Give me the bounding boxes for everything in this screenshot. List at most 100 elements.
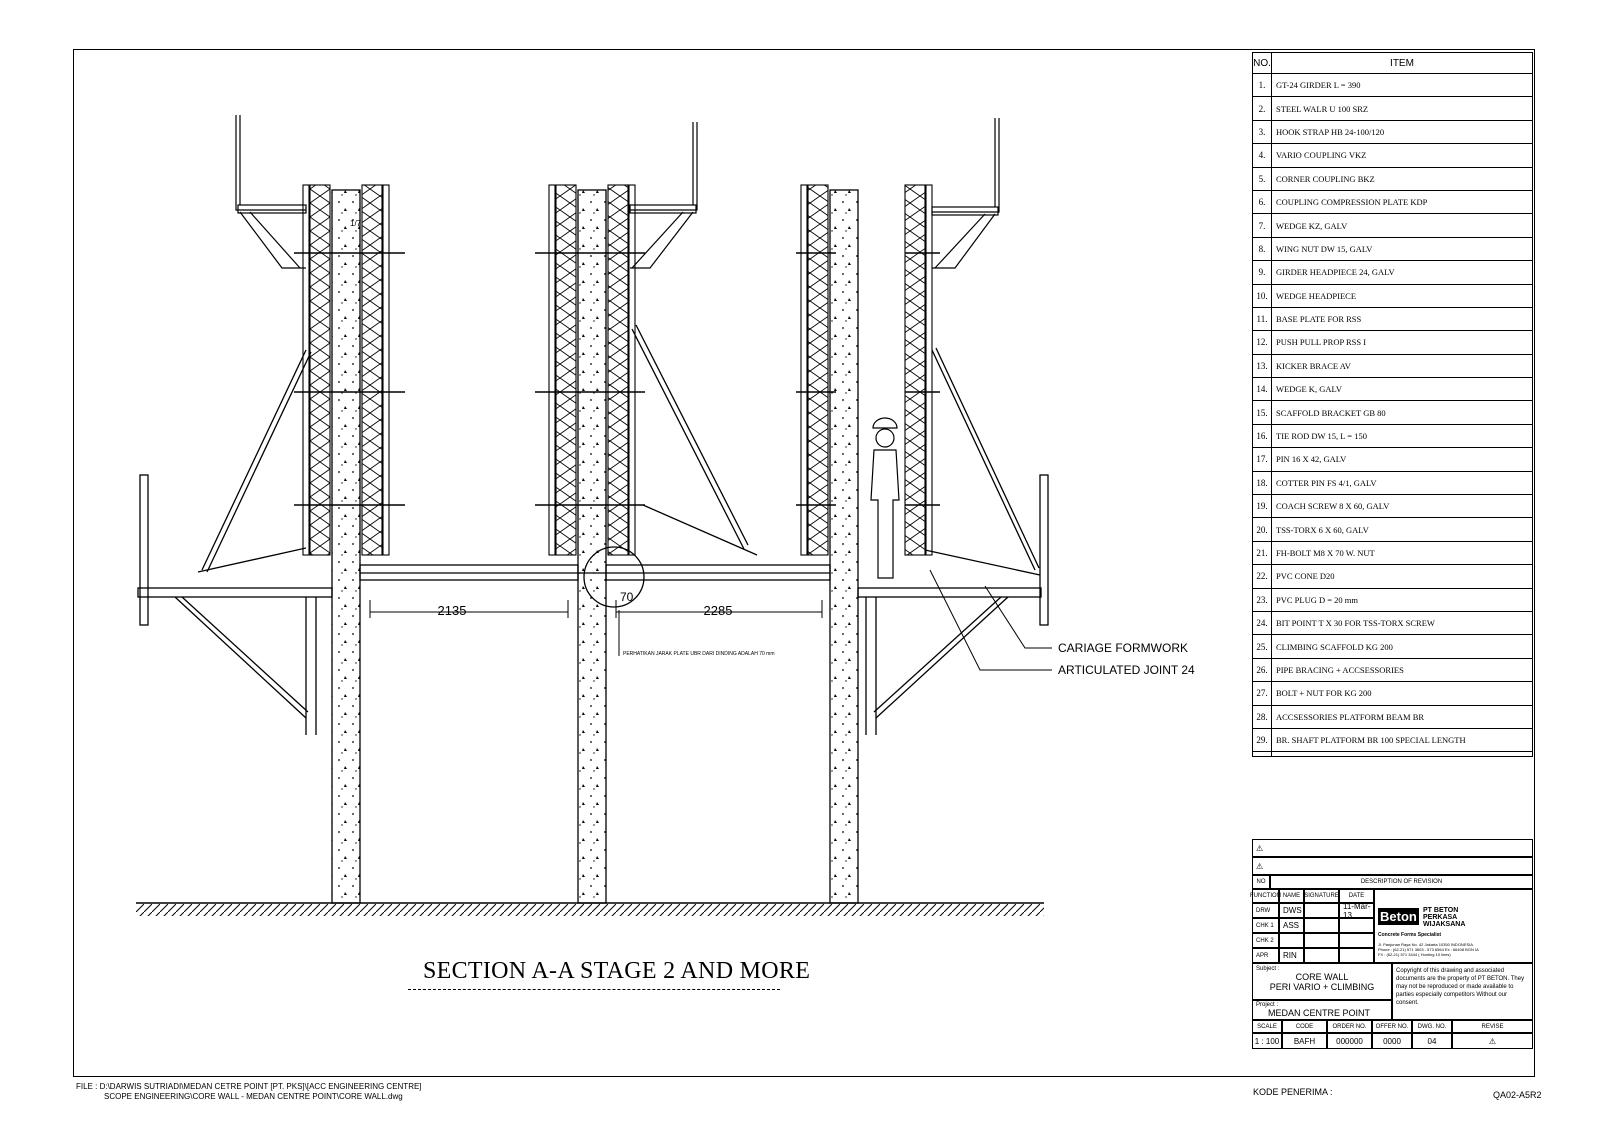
top-brackets	[235, 115, 1000, 269]
item-description: FH-BOLT M8 X 70 W. NUT	[1271, 540, 1533, 566]
item-number: 16.	[1252, 423, 1272, 449]
item-row: 9.GIRDER HEADPIECE 24, GALV	[1252, 260, 1533, 285]
dim-2135: 2135	[438, 603, 467, 618]
item-description: BIT POINT T X 30 FOR TSS-TORX SCREW	[1271, 610, 1533, 636]
company-address-3: FX : (62-21) 571 3444 ( Hunting 10 lines…	[1378, 952, 1451, 957]
revision-row-2: ⚠	[1252, 857, 1533, 875]
working-platform	[137, 474, 1049, 626]
callout-articulated-joint: ARTICULATED JOINT 24	[1058, 663, 1195, 677]
item-description: WEDGE HEADPIECE	[1271, 283, 1533, 308]
item-number: 11.	[1252, 306, 1272, 332]
item-row: 10.WEDGE HEADPIECE	[1252, 283, 1533, 308]
drawing-title-underline	[408, 989, 780, 990]
item-row: 19.COACH SCREW 8 X 60, GALV	[1252, 494, 1533, 519]
item-row: 14.WEDGE K, GALV	[1252, 377, 1533, 402]
item-description: GIRDER HEADPIECE 24, GALV	[1271, 260, 1533, 285]
item-number: 22.	[1252, 564, 1272, 589]
col-signature: SIGNATURE	[1304, 889, 1339, 903]
col-date: DATE	[1339, 889, 1374, 903]
item-number: 28.	[1252, 704, 1272, 729]
item-number: 17.	[1252, 447, 1272, 472]
item-number: 26.	[1252, 657, 1272, 683]
company-name-2: PERKASA	[1423, 914, 1458, 921]
company-logo: Beton	[1378, 908, 1419, 925]
slope-label: 1/7	[350, 219, 362, 228]
climbing-brackets	[174, 596, 1009, 735]
formwork-girders	[302, 184, 933, 556]
footer-value: 0000	[1372, 1033, 1412, 1049]
items-header-no: NO.	[1252, 52, 1272, 74]
item-number: 18.	[1252, 470, 1272, 496]
concrete-walls	[331, 189, 859, 904]
company-block: Beton PT BETON PERKASA WIJAKSANA Concret…	[1374, 889, 1533, 963]
subject-line-1: CORE WALL	[1295, 972, 1349, 982]
footer-value: BAFH	[1282, 1033, 1327, 1049]
revision-row-1: ⚠	[1252, 839, 1533, 857]
item-row: 21.FH-BOLT M8 X 70 W. NUT	[1252, 540, 1533, 566]
items-header-item: ITEM	[1271, 52, 1533, 74]
subject-label: Subject :	[1256, 966, 1280, 972]
item-description: COACH SCREW 8 X 60, GALV	[1271, 494, 1533, 519]
project-block: Project : MEDAN CENTRE POINT	[1252, 1000, 1392, 1020]
item-number: 23.	[1252, 587, 1272, 612]
item-row: 20.TSS-TORX 6 X 60, GALV	[1252, 517, 1533, 542]
item-description: BR. SHAFT PLATFORM BR 100 SPECIAL LENGTH	[1271, 727, 1533, 753]
item-number: 20.	[1252, 517, 1272, 542]
footer-label: REVISE	[1452, 1020, 1533, 1033]
project-name: MEDAN CENTRE POINT	[1268, 1008, 1371, 1018]
item-number: 15.	[1252, 400, 1272, 425]
item-description: PIN 16 X 42, GALV	[1271, 447, 1533, 472]
dimension-lines	[369, 600, 823, 656]
approval-name: ASS	[1279, 918, 1304, 933]
approval-function: CHK 2	[1252, 933, 1279, 948]
subject-line-2: PERI VARIO + CLIMBING	[1269, 982, 1375, 992]
plate-note: PERHATIKAN JARAK PLATE UBR DARI DINDING …	[623, 651, 775, 657]
approval-name: DWS	[1279, 903, 1304, 918]
approval-signature	[1304, 903, 1339, 918]
file-path: FILE : D:\DARWIS SUTRIADI\MEDAN CETRE PO…	[76, 1082, 422, 1102]
item-number: 14.	[1252, 377, 1272, 402]
item-description: WEDGE KZ, GALV	[1271, 213, 1533, 238]
item-description: BOLT + NUT FOR KG 200	[1271, 681, 1533, 706]
item-description: WEDGE K, GALV	[1271, 377, 1533, 402]
item-description: TIE ROD DW 15, L = 150	[1271, 423, 1533, 449]
item-row: 12.PUSH PULL PROP RSS I	[1252, 330, 1533, 355]
revision-triangle-icon: ⚠	[1488, 1036, 1497, 1046]
item-description: COTTER PIN FS 4/1, GALV	[1271, 470, 1533, 496]
item-row: 15.SCAFFOLD BRACKET GB 80	[1252, 400, 1533, 425]
item-description: PVC PLUG D = 20 mm	[1271, 587, 1533, 612]
item-row: 28.ACCSESSORIES PLATFORM BEAM BR	[1252, 704, 1533, 729]
item-number: 29.	[1252, 727, 1272, 753]
item-number: 1.	[1252, 72, 1272, 98]
footer-value: 1 : 100	[1252, 1033, 1282, 1049]
item-row: 27.BOLT + NUT FOR KG 200	[1252, 681, 1533, 706]
kode-penerima: KODE PENERIMA :	[1253, 1087, 1333, 1097]
company-address-2: Phone : (62-21) 571 3603 - 573 6564 Ex :…	[1378, 947, 1479, 952]
company-name-3: WIJAKSANA	[1423, 921, 1466, 928]
approval-signature	[1304, 933, 1339, 948]
warning-triangle-icon: ⚠	[1256, 843, 1264, 853]
rev-no-label: NO	[1252, 875, 1270, 889]
footer-label: OFFER NO.	[1372, 1020, 1412, 1033]
item-row: 8.WING NUT DW 15, GALV	[1252, 236, 1533, 262]
item-row: 5.CORNER COUPLING BKZ	[1252, 166, 1533, 191]
approval-date	[1339, 933, 1374, 948]
subject-block: Subject : CORE WALL PERI VARIO + CLIMBIN…	[1252, 963, 1392, 1000]
blank-cell	[1252, 751, 1272, 758]
title-block: ⚠ ⚠ NO DESCRIPTION OF REVISION FUNCTION …	[1250, 839, 1533, 1077]
items-header: NO. ITEM	[1252, 52, 1533, 74]
worker-figure-icon	[870, 417, 900, 579]
item-description: PUSH PULL PROP RSS I	[1271, 330, 1533, 355]
item-description: CLIMBING SCAFFOLD KG 200	[1271, 634, 1533, 659]
file-path-line-1: FILE : D:\DARWIS SUTRIADI\MEDAN CETRE PO…	[76, 1082, 422, 1091]
item-description: KICKER BRACE AV	[1271, 353, 1533, 379]
item-number: 25.	[1252, 634, 1272, 659]
rev-desc-label: DESCRIPTION OF REVISION	[1270, 875, 1533, 889]
item-description: BASE PLATE FOR RSS	[1271, 306, 1533, 332]
detail-circle	[583, 546, 645, 608]
dim-2285: 2285	[704, 603, 733, 618]
item-number: 5.	[1252, 166, 1272, 191]
approval-name: RIN	[1279, 948, 1304, 963]
warning-triangle-icon: ⚠	[1256, 861, 1264, 871]
